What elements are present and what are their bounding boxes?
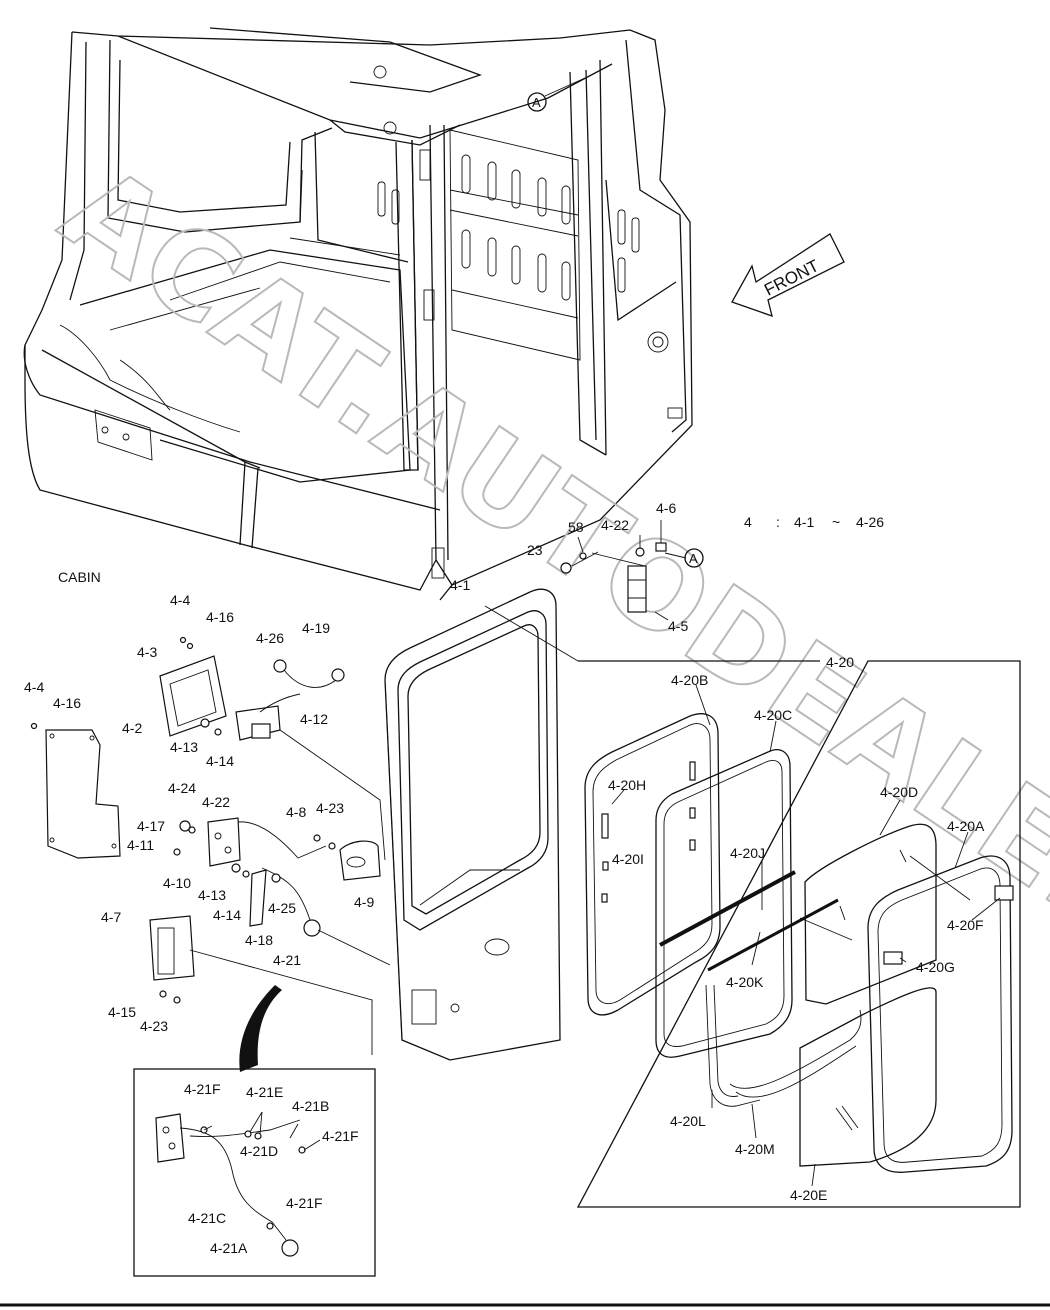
callout: 4-18 — [245, 932, 273, 948]
ref-marker-a-top-label: A — [532, 95, 541, 110]
callout: 4-21F — [322, 1128, 359, 1144]
callout: 4-12 — [300, 711, 328, 727]
callout: 4-20M — [735, 1141, 775, 1157]
hinge-parts — [560, 520, 687, 621]
callout: 4-21F — [184, 1081, 221, 1097]
callout: 4-15 — [108, 1004, 136, 1020]
callout: 4-20 — [826, 654, 854, 670]
detail-4-21-drawing — [155, 1111, 321, 1257]
callout: 4-8 — [286, 804, 306, 820]
ref-marker-a-top — [527, 92, 547, 112]
callout: 4-20L — [670, 1113, 706, 1129]
callout: 4-23 — [140, 1018, 168, 1034]
callout: 4-16 — [53, 695, 81, 711]
callout: 4-21C — [188, 1210, 226, 1226]
range-note: 4 : 4-1 ~ 4-26 — [744, 514, 884, 530]
svg-text:~: ~ — [832, 514, 840, 530]
svg-text:4-1: 4-1 — [794, 514, 814, 530]
callout: 4-25 — [268, 900, 296, 916]
callout: 4-21B — [292, 1098, 329, 1114]
callout: 4-10 — [163, 875, 191, 891]
front-arrow-icon — [731, 233, 845, 318]
detail-box-4-20 — [576, 660, 1021, 1208]
callout: 4-26 — [256, 630, 284, 646]
callout: 4-20E — [790, 1187, 827, 1203]
callout: 4-21A — [210, 1240, 248, 1256]
detail-pointer-icon — [239, 985, 282, 1072]
callout: 4-2 — [122, 720, 142, 736]
ref-marker-a-hinge-label: A — [689, 551, 698, 566]
cabin-frame-drawing — [23, 27, 693, 601]
callout: 4-22 — [601, 517, 629, 533]
callout: 4-20D — [880, 784, 918, 800]
svg-text::: : — [776, 514, 780, 530]
callout-labels: 23 58 4-22 4-6 4-1 4-5 4-4 4-16 4-3 4-26… — [24, 500, 985, 1256]
callout: 4-23 — [316, 800, 344, 816]
section-label: CABIN — [58, 569, 101, 585]
callout: 4-20A — [947, 818, 985, 834]
callout: 4-1 — [450, 577, 470, 593]
window-parts-drawing — [584, 684, 1014, 1187]
callout: 4-13 — [170, 739, 198, 755]
door-panel — [384, 588, 561, 1061]
callout: 4-21E — [246, 1084, 283, 1100]
callout: 4-9 — [354, 894, 374, 910]
callout: 4-4 — [24, 679, 44, 695]
callout: 4-21 — [273, 952, 301, 968]
callout: 4-20B — [671, 672, 708, 688]
callout: 4-21D — [240, 1143, 278, 1159]
callout: 4-20K — [726, 974, 764, 990]
callout: 58 — [568, 519, 584, 535]
callout: 4-14 — [206, 753, 234, 769]
callout: 4-24 — [168, 780, 196, 796]
callout: 4-17 — [137, 818, 165, 834]
callout: 4-21F — [286, 1195, 323, 1211]
callout: 4-20C — [754, 707, 792, 723]
callout: 4-13 — [198, 887, 226, 903]
callout: 4-4 — [170, 592, 190, 608]
callout: 4-20F — [947, 917, 984, 933]
callout: 4-6 — [656, 500, 676, 516]
callout: 4-20H — [608, 777, 646, 793]
callout: 4-20I — [612, 851, 644, 867]
callout: 4-3 — [137, 644, 157, 660]
svg-text:4-26: 4-26 — [856, 514, 884, 530]
callout: 4-20G — [916, 959, 955, 975]
callout: 4-7 — [101, 909, 121, 925]
callout: 4-20J — [730, 845, 765, 861]
callout: 4-5 — [668, 618, 688, 634]
callout: 23 — [527, 542, 543, 558]
callout: 4-22 — [202, 794, 230, 810]
left-parts — [30, 636, 391, 1055]
callout: 4-19 — [302, 620, 330, 636]
detail-box-4-21 — [133, 1068, 376, 1277]
callout: 4-14 — [213, 907, 241, 923]
callout: 4-16 — [206, 609, 234, 625]
svg-text:4: 4 — [744, 514, 752, 530]
callout: 4-11 — [127, 837, 154, 853]
